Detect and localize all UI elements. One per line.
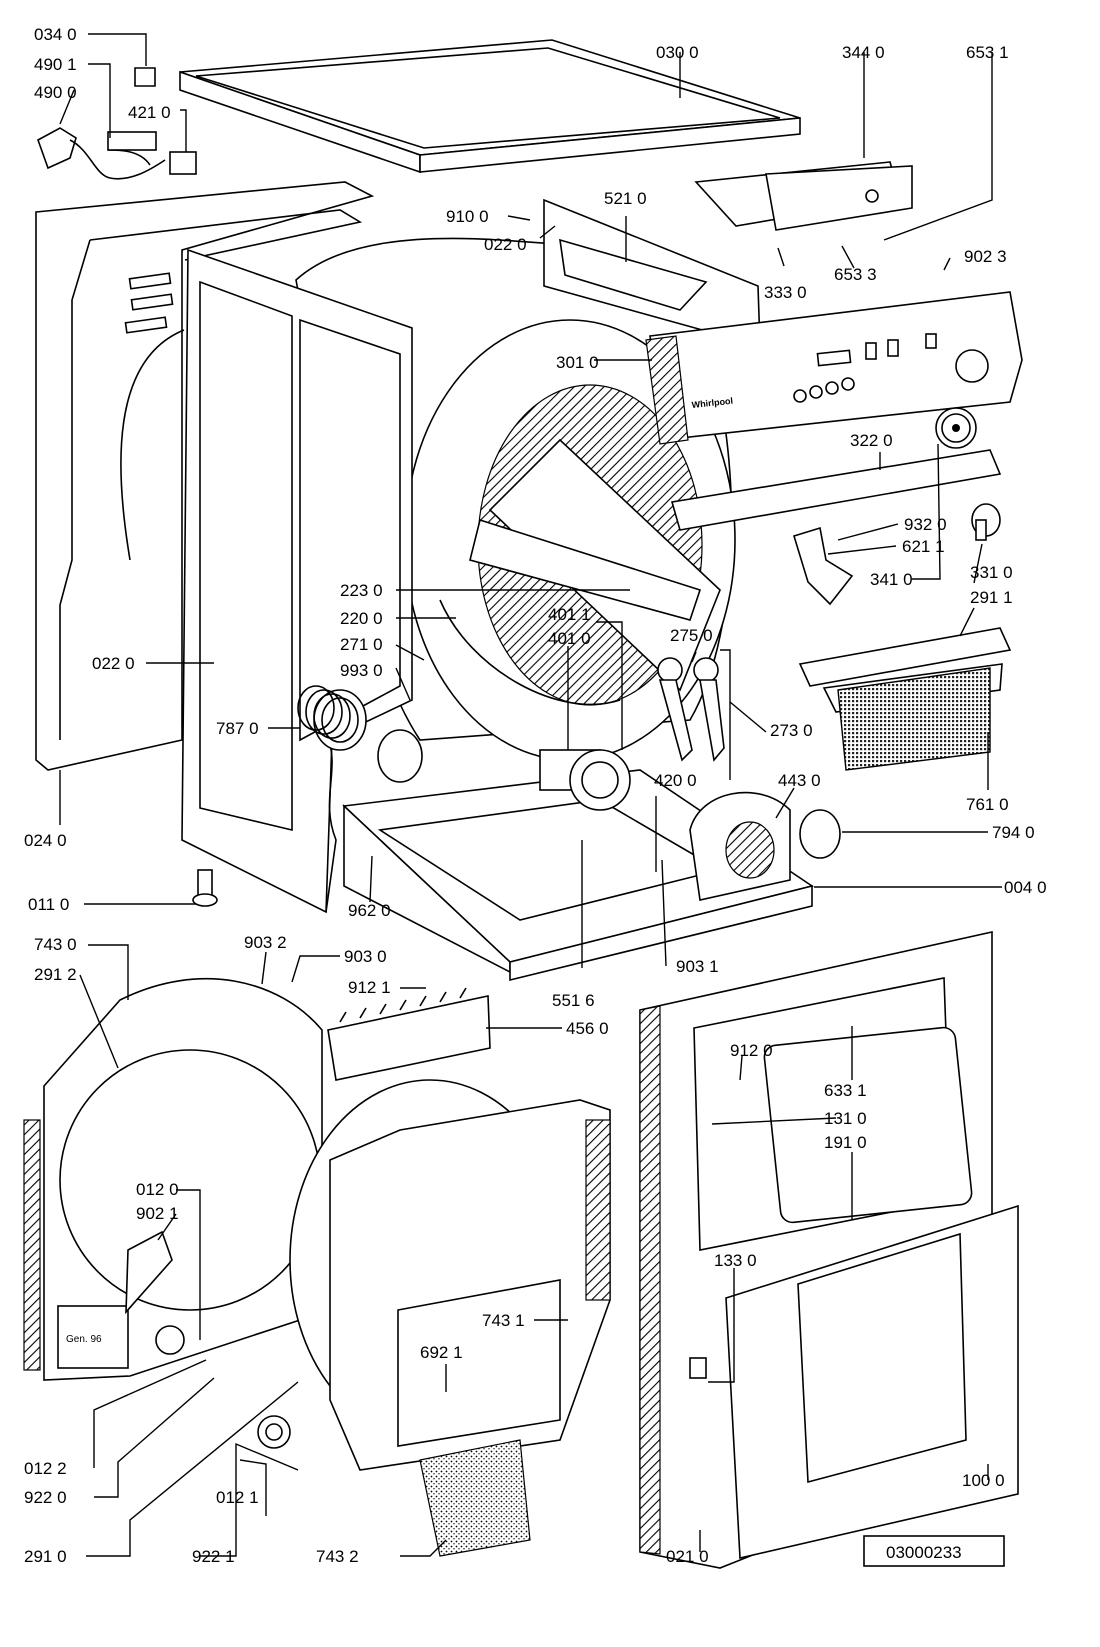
label-743-0: 743 0 [34, 935, 77, 954]
label-291-2: 291 2 [34, 965, 77, 984]
label-133-0: 133 0 [714, 1251, 757, 1270]
label-004-0: 004 0 [1004, 878, 1047, 897]
label-024-0: 024 0 [24, 831, 67, 850]
push-button [971, 503, 1001, 541]
control-panel [645, 291, 1023, 445]
label-902-3: 902 3 [964, 247, 1007, 266]
label-551-6: 551 6 [552, 991, 595, 1010]
label-443-0: 443 0 [778, 771, 821, 790]
label-922-0: 922 0 [24, 1488, 67, 1507]
label-011-0: 011 0 [28, 895, 69, 914]
label-993-0: 993 0 [340, 661, 383, 680]
label-794-0: 794 0 [992, 823, 1035, 842]
heater-element [327, 987, 491, 1081]
label-131-0: 131 0 [824, 1109, 867, 1128]
label-341-0: 341 0 [870, 570, 913, 589]
label-903-0: 903 0 [344, 947, 387, 966]
label-401-1: 401 1 [548, 605, 591, 624]
label-490-1: 490 1 [34, 55, 77, 74]
label-333-0: 333 0 [764, 283, 807, 302]
label-903-2: 903 2 [244, 933, 287, 952]
part-labels: 034 0 490 1 490 0 421 0 030 0 344 0 653 … [24, 25, 1047, 1566]
heater-coil [297, 685, 423, 783]
label-932-0: 932 0 [904, 515, 947, 534]
rear-panel [23, 977, 323, 1381]
electronic-board [694, 161, 913, 231]
label-220-0: 220 0 [340, 609, 383, 628]
label-271-0: 271 0 [340, 635, 383, 654]
label-910-0: 910 0 [446, 207, 489, 226]
label-922-1: 922 1 [192, 1547, 235, 1566]
label-912-1: 912 1 [348, 978, 391, 997]
belt-tensioner [657, 657, 725, 762]
drawing-number-box: 03000233 [863, 1535, 1005, 1567]
label-022-0-top: 022 0 [484, 235, 527, 254]
label-030-0: 030 0 [656, 43, 699, 62]
label-331-0: 331 0 [970, 563, 1013, 582]
seal-ring [799, 809, 841, 859]
label-692-1: 692 1 [420, 1343, 463, 1362]
label-912-0: 912 0 [730, 1041, 773, 1060]
leader-lines [59, 33, 1002, 1557]
label-401-0: 401 0 [548, 629, 591, 648]
label-291-1: 291 1 [970, 588, 1013, 607]
label-421-0: 421 0 [128, 103, 171, 122]
label-322-0: 322 0 [850, 431, 893, 450]
label-223-0: 223 0 [340, 581, 383, 600]
lever-spring [793, 526, 854, 606]
label-291-0: 291 0 [24, 1547, 67, 1566]
motor [539, 749, 631, 811]
label-100-0: 100 0 [962, 1471, 1005, 1490]
label-621-1: 621 1 [902, 537, 945, 556]
power-cord [37, 67, 197, 180]
label-761-0: 761 0 [966, 795, 1009, 814]
label-021-0: 021 0 [666, 1547, 709, 1566]
label-273-0: 273 0 [770, 721, 813, 740]
idler-wheel [257, 1415, 291, 1449]
top-cover [179, 39, 801, 174]
fan-housing [689, 791, 791, 901]
label-191-0: 191 0 [824, 1133, 867, 1152]
label-743-2: 743 2 [316, 1547, 359, 1566]
label-420-0: 420 0 [654, 771, 697, 790]
drawing-number: 03000233 [886, 1543, 962, 1562]
label-633-1: 633 1 [824, 1081, 867, 1100]
label-012-2: 012 2 [24, 1459, 67, 1478]
label-787-0: 787 0 [216, 719, 259, 738]
label-012-1: 012 1 [216, 1488, 259, 1507]
label-275-0: 275 0 [670, 626, 713, 645]
door [725, 1204, 1019, 1559]
brand-text: Whirlpool [691, 396, 733, 410]
program-knob [935, 407, 977, 449]
foot [192, 869, 218, 907]
label-903-1: 903 1 [676, 957, 719, 976]
label-962-0: 962 0 [348, 901, 391, 920]
label-490-0: 490 0 [34, 83, 77, 102]
base-tray [342, 769, 814, 982]
label-344-0: 344 0 [842, 43, 885, 62]
label-653-1: 653 1 [966, 43, 1009, 62]
decor-strip [670, 449, 1002, 531]
label-653-3: 653 3 [834, 265, 877, 284]
label-456-0: 456 0 [566, 1019, 609, 1038]
label-034-0: 034 0 [34, 25, 77, 44]
label-012-0: 012 0 [136, 1180, 179, 1199]
fluff-filter [798, 627, 1012, 771]
rear-housing [289, 1079, 611, 1557]
label-902-1: 902 1 [136, 1204, 179, 1223]
side-panel [35, 181, 375, 771]
label-521-0: 521 0 [604, 189, 647, 208]
label-743-1: 743 1 [482, 1311, 525, 1330]
label-022-0-frame: 022 0 [92, 654, 135, 673]
plate-text: Gen. 96 [66, 1334, 102, 1345]
label-301-0: 301 0 [556, 353, 599, 372]
